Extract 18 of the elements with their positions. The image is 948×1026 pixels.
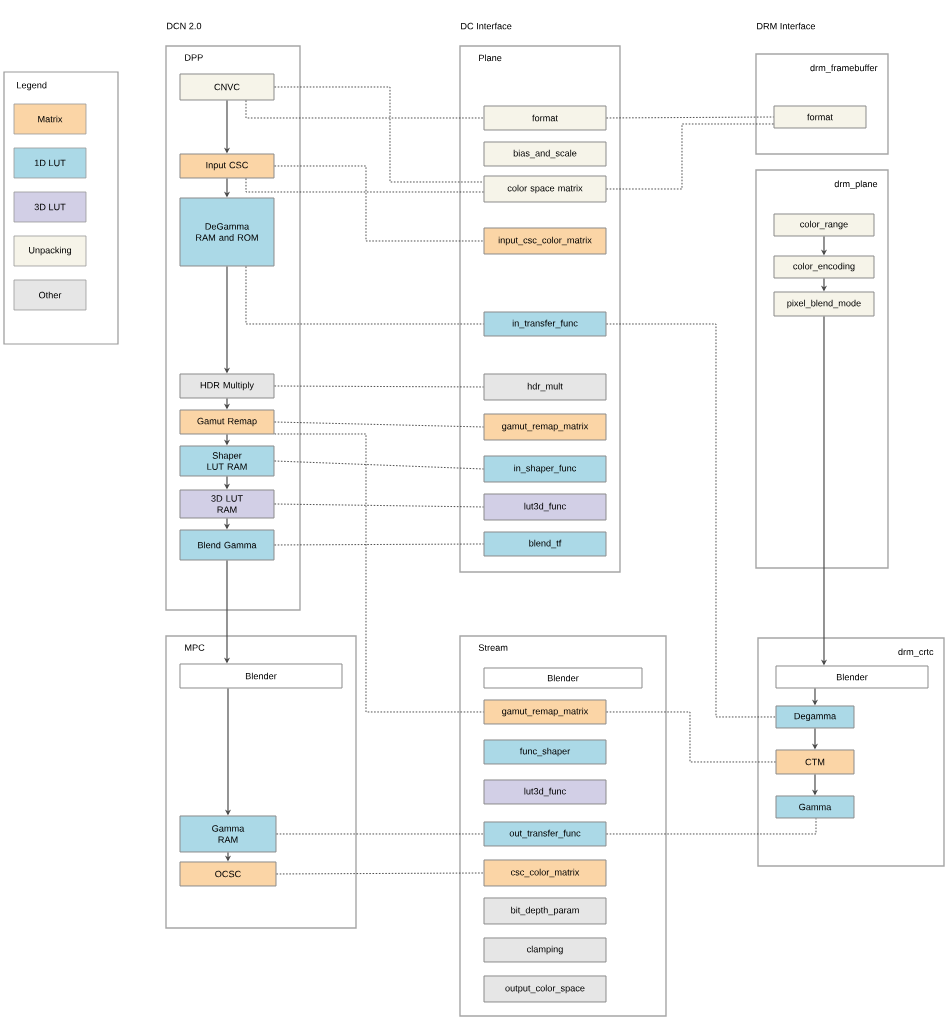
connector-line [606,711,776,763]
connector-line [245,100,484,119]
connector-line [274,385,484,388]
connector-line [606,818,817,835]
connector-line [274,86,484,183]
connector-line [245,178,484,193]
connector-line [606,323,776,718]
connector-line [245,266,484,325]
connector-line [274,421,484,428]
connector-line [274,503,484,508]
connector-line [276,872,484,875]
connector-line [606,123,774,190]
connector-line [274,460,484,470]
connector-line [276,833,484,835]
connector-line [274,165,484,242]
connector-line [274,433,484,713]
connector-line [606,116,774,119]
connector-line [274,543,484,546]
